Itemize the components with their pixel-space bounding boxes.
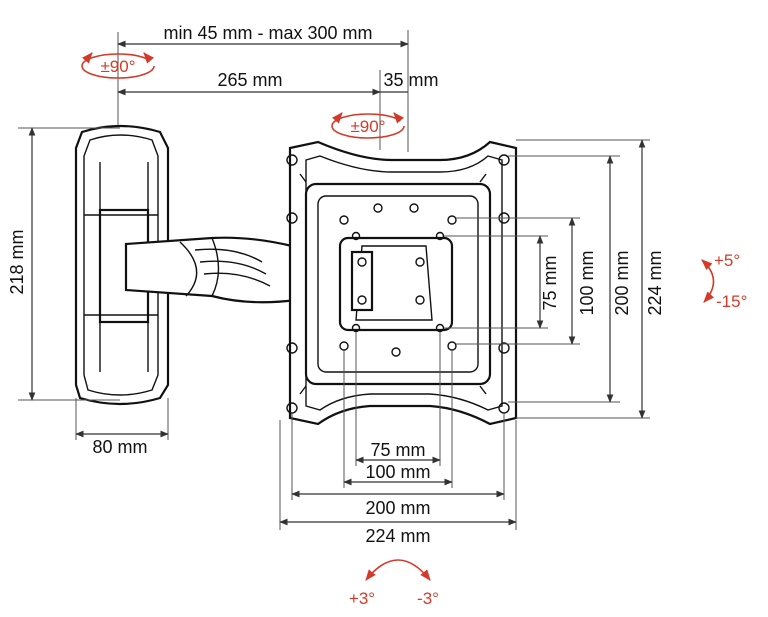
- wall-plate-height-label: 218 mm: [7, 229, 27, 294]
- plate-height-label: 224 mm: [645, 250, 665, 315]
- vesa-vertical-200-dimension: 200 mm: [508, 155, 632, 403]
- wall-swivel-label: ±90°: [100, 57, 135, 76]
- arm-range-label: min 45 mm - max 300 mm: [163, 23, 372, 43]
- tilt-up-label: +5°: [714, 251, 740, 270]
- swivel-arm: [124, 236, 298, 304]
- wall-plate-width-label: 80 mm: [92, 437, 147, 457]
- arm-offset-dimension: 35 mm: [380, 70, 439, 93]
- vesa-vertical-75-label: 75 mm: [540, 255, 560, 310]
- vesa-horizontal-75-dimension: 75 mm: [355, 332, 441, 466]
- arm-offset-label: 35 mm: [383, 70, 438, 90]
- vesa-vertical-75-dimension: 75 mm: [444, 235, 560, 329]
- level-rotation-icon: +3° -3°: [349, 559, 439, 608]
- arm-swivel-rotation-icon: ±90°: [331, 112, 405, 139]
- wall-plate-width-dimension: 80 mm: [75, 398, 169, 457]
- vesa-horizontal-200-label: 200 mm: [365, 498, 430, 518]
- arm-swivel-label: ±90°: [350, 117, 385, 136]
- plate-height-dimension: 224 mm: [516, 139, 665, 419]
- vesa-vertical-100-label: 100 mm: [577, 250, 597, 315]
- wall-swivel-rotation-icon: ±90°: [81, 52, 155, 79]
- arm-range-dimension: min 45 mm - max 300 mm: [117, 23, 409, 152]
- level-plus-label: +3°: [349, 589, 375, 608]
- vesa-horizontal-100-dimension: 100 mm: [343, 350, 453, 488]
- vesa-horizontal-200-dimension: 200 mm: [291, 412, 505, 518]
- wall-plate-height-dimension: 218 mm: [7, 127, 120, 401]
- level-minus-label: -3°: [417, 589, 439, 608]
- plate-width-dimension: 224 mm: [279, 420, 517, 546]
- plate-width-label: 224 mm: [365, 526, 430, 546]
- wall-plate: [74, 124, 170, 406]
- vesa-horizontal-100-label: 100 mm: [365, 462, 430, 482]
- tv-plate: [286, 140, 518, 426]
- tilt-down-label: -15°: [716, 292, 747, 311]
- tilt-rotation-icon: +5° -15°: [701, 251, 747, 311]
- arm-length-label: 265 mm: [217, 70, 282, 90]
- vesa-vertical-200-label: 200 mm: [612, 250, 632, 315]
- vesa-vertical-100-dimension: 100 mm: [456, 217, 597, 345]
- vesa-horizontal-75-label: 75 mm: [370, 440, 425, 460]
